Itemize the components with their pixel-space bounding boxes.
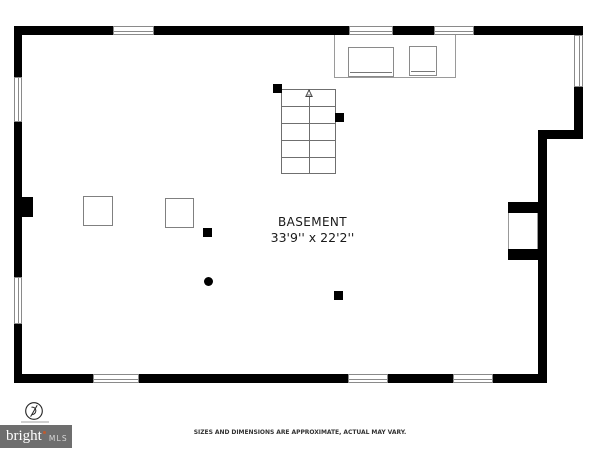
room-dimensions: 33'9'' x 22'2'' bbox=[270, 230, 355, 245]
trademark-dot-icon bbox=[42, 431, 46, 434]
window bbox=[113, 26, 154, 35]
stair-step-line bbox=[282, 123, 335, 124]
wall-right-step bbox=[538, 130, 583, 139]
wall-right-lower bbox=[538, 139, 547, 383]
column-post bbox=[165, 198, 194, 228]
wall-top bbox=[14, 26, 583, 35]
stair-step-line bbox=[282, 106, 335, 107]
stair-step-line bbox=[282, 140, 335, 141]
brand-name: bright bbox=[6, 428, 42, 444]
column-post bbox=[83, 196, 113, 226]
stair-step-line bbox=[282, 157, 335, 158]
window bbox=[14, 77, 22, 122]
appliance-front-line bbox=[411, 71, 435, 72]
fireplace-box bbox=[508, 212, 538, 250]
post-marker bbox=[273, 84, 282, 93]
room-name: BASEMENT bbox=[277, 215, 348, 229]
appliance-front-line bbox=[350, 72, 392, 73]
window bbox=[14, 277, 22, 324]
support-column-dot bbox=[204, 277, 213, 286]
post-marker bbox=[335, 113, 344, 122]
window bbox=[348, 374, 388, 383]
brand-suffix: MLS bbox=[48, 434, 68, 443]
stair-center-divider bbox=[309, 90, 310, 173]
disclaimer-text: SIZES AND DIMENSIONS ARE APPROXIMATE, AC… bbox=[193, 429, 407, 436]
window bbox=[434, 26, 474, 35]
logo-caption-line bbox=[21, 421, 49, 423]
post-marker bbox=[203, 228, 212, 237]
fireplace-stub bbox=[508, 202, 538, 213]
utility-room-outline bbox=[334, 35, 456, 78]
wall-left bbox=[14, 26, 22, 383]
brightmls-logo: bright MLS bbox=[0, 425, 72, 448]
room-label-group: BASEMENT 33'9'' x 22'2'' bbox=[245, 215, 380, 245]
stairs-up-arrow-icon bbox=[305, 89, 313, 97]
appliance-dryer bbox=[409, 46, 437, 76]
window bbox=[453, 374, 493, 383]
staircase bbox=[281, 89, 336, 174]
window bbox=[349, 26, 393, 35]
window bbox=[93, 374, 139, 383]
window bbox=[574, 35, 583, 87]
wall-stub-left bbox=[22, 197, 33, 217]
fireplace-stub bbox=[508, 249, 538, 260]
monogram-logo-icon bbox=[25, 402, 43, 420]
appliance-washer bbox=[348, 47, 394, 77]
post-marker bbox=[334, 291, 343, 300]
wall-bottom bbox=[14, 374, 547, 383]
